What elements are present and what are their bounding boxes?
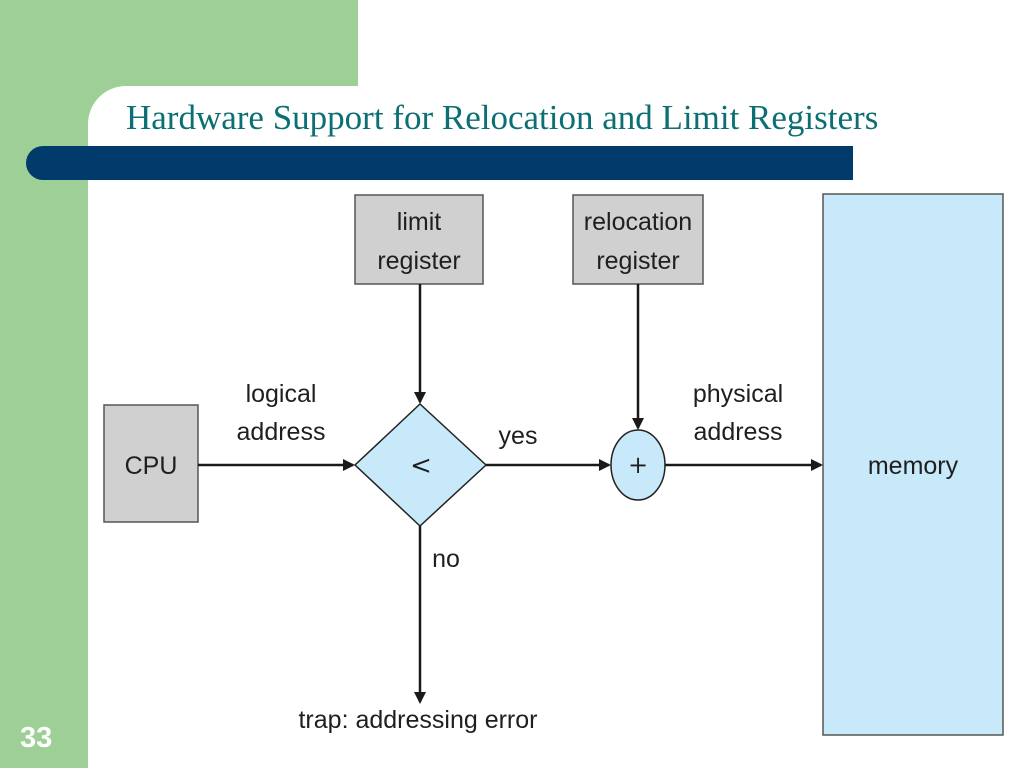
comparator-symbol: < <box>410 451 432 481</box>
page-number: 33 <box>20 722 53 754</box>
limit-register-box <box>354 194 484 285</box>
physical-address-label-line1: physical <box>693 380 783 408</box>
green-sidebar <box>0 0 88 768</box>
slide-title: Hardware Support for Relocation and Limi… <box>126 98 879 137</box>
title-underline-bar <box>26 146 853 180</box>
yes-label: yes <box>499 422 538 450</box>
limit-register-label-line1: limit <box>397 208 441 236</box>
cpu-box <box>103 404 199 523</box>
logical-address-label-line2: address <box>237 418 326 446</box>
logical-address-label-line1: logical <box>246 380 317 408</box>
relocation-register-label-line2: register <box>596 247 679 275</box>
relocation-register-label-line1: relocation <box>584 208 692 236</box>
limit-register-label-line2: register <box>377 247 460 275</box>
trap-label: trap: addressing error <box>298 706 537 734</box>
adder-symbol: + <box>628 451 648 479</box>
cpu-label: CPU <box>125 452 178 480</box>
no-label: no <box>432 545 460 573</box>
physical-address-label-line2: address <box>694 418 783 446</box>
relocation-register-box <box>572 194 704 285</box>
memory-box <box>822 193 1004 736</box>
memory-label: memory <box>868 452 959 480</box>
